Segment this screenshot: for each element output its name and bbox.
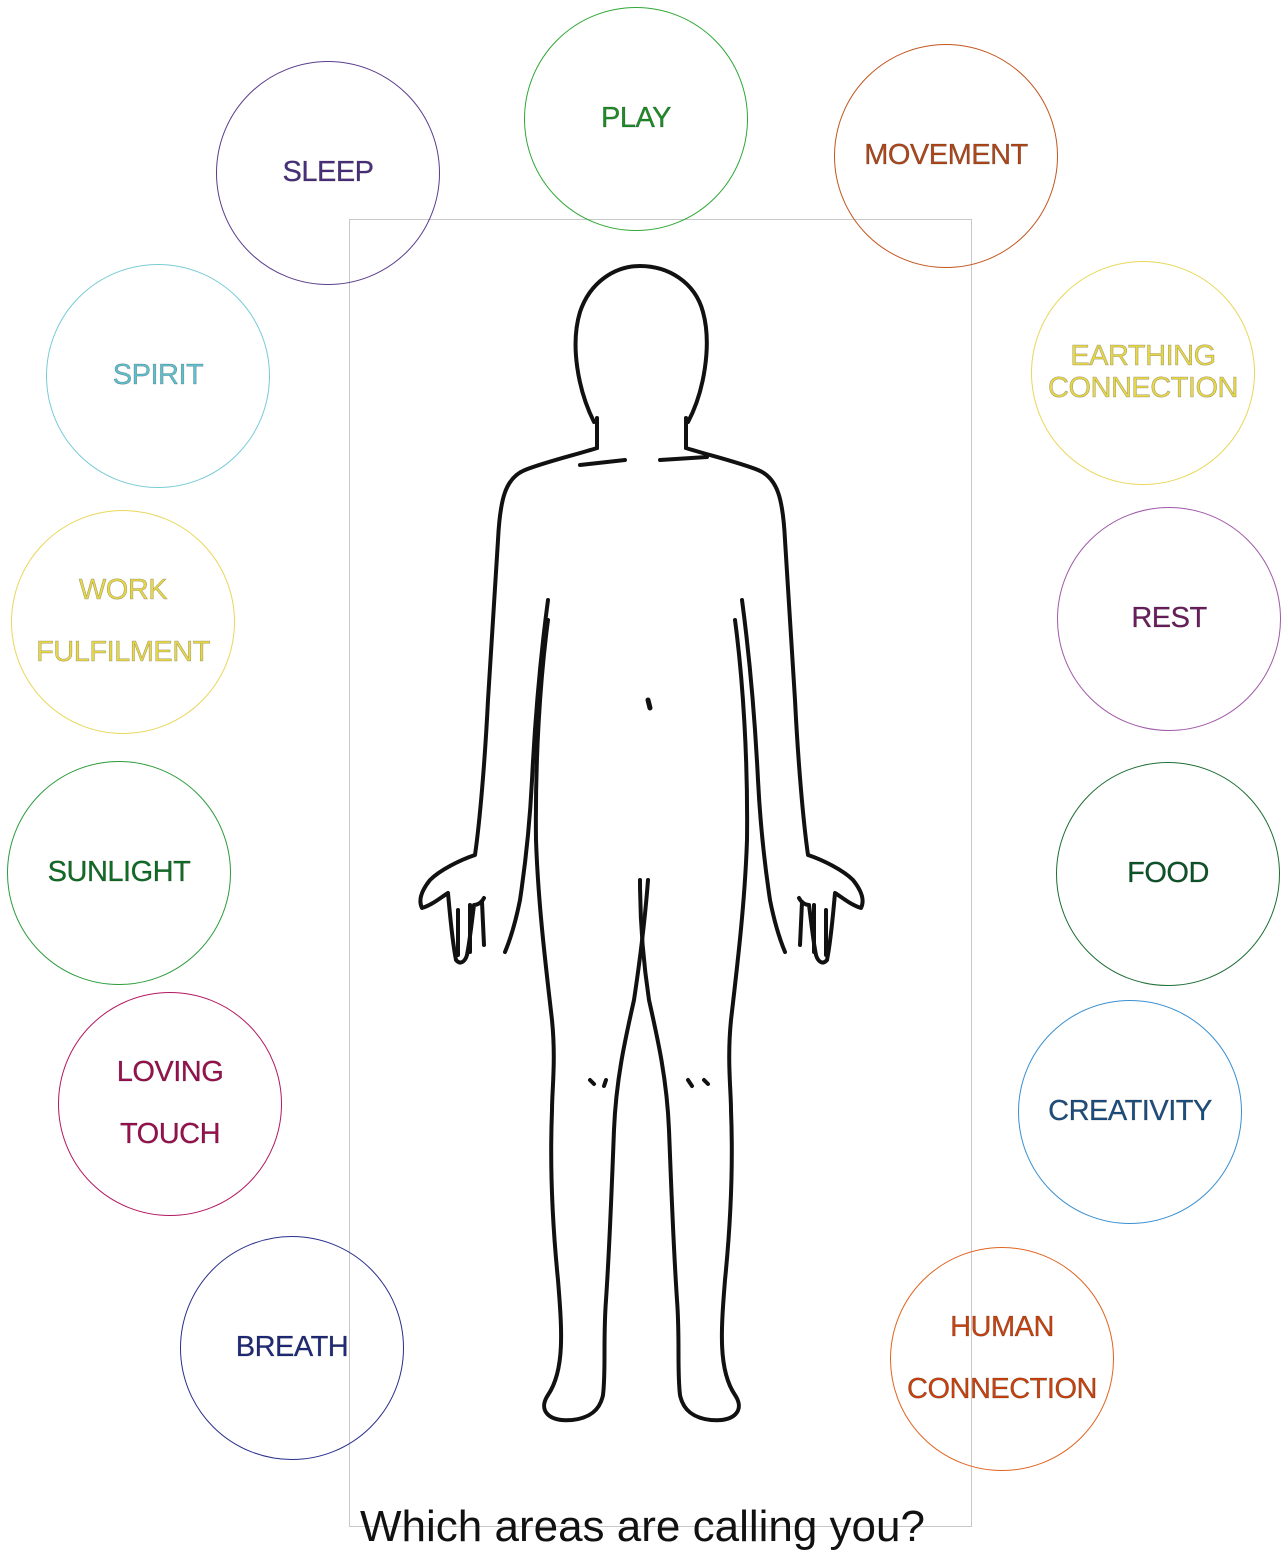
circle-label: CONNECTION [907,1374,1097,1406]
circle-label: BREATH [236,1332,348,1364]
circle-label: PLAY [601,103,671,135]
circle-rest[interactable]: REST [1057,507,1281,731]
caption: Which areas are calling you? [0,1503,1285,1551]
circle-loving-touch[interactable]: LOVING TOUCH [58,992,282,1216]
circle-label: FULFILMENT [36,637,210,669]
circle-work-fulfilment[interactable]: WORK FULFILMENT [11,510,235,734]
circle-spirit[interactable]: SPIRIT [46,264,270,488]
circle-play[interactable]: PLAY [524,7,748,231]
circle-label: CONNECTION [1048,373,1238,405]
circle-label: HUMAN [950,1312,1054,1344]
circle-label: REST [1131,603,1206,635]
circle-label: SPIRIT [113,360,203,392]
circle-earthing-connection[interactable]: EARTHING CONNECTION [1031,261,1255,485]
circle-label: LOVING [117,1057,224,1089]
circle-label: WORK [79,575,167,607]
circle-food[interactable]: FOOD [1056,762,1280,986]
circle-human-connection[interactable]: HUMAN CONNECTION [890,1247,1114,1471]
circle-creativity[interactable]: CREATIVITY [1018,1000,1242,1224]
circle-label: MOVEMENT [864,140,1028,172]
circle-label: CREATIVITY [1048,1096,1212,1128]
circle-label: TOUCH [120,1119,220,1151]
circle-label: SUNLIGHT [48,857,191,889]
circle-sunlight[interactable]: SUNLIGHT [7,761,231,985]
circle-label: EARTHING [1070,341,1215,373]
circle-movement[interactable]: MOVEMENT [834,44,1058,268]
circle-label: SLEEP [283,157,374,189]
circle-breath[interactable]: BREATH [180,1236,404,1460]
circle-label: FOOD [1127,858,1209,890]
circle-sleep[interactable]: SLEEP [216,61,440,285]
